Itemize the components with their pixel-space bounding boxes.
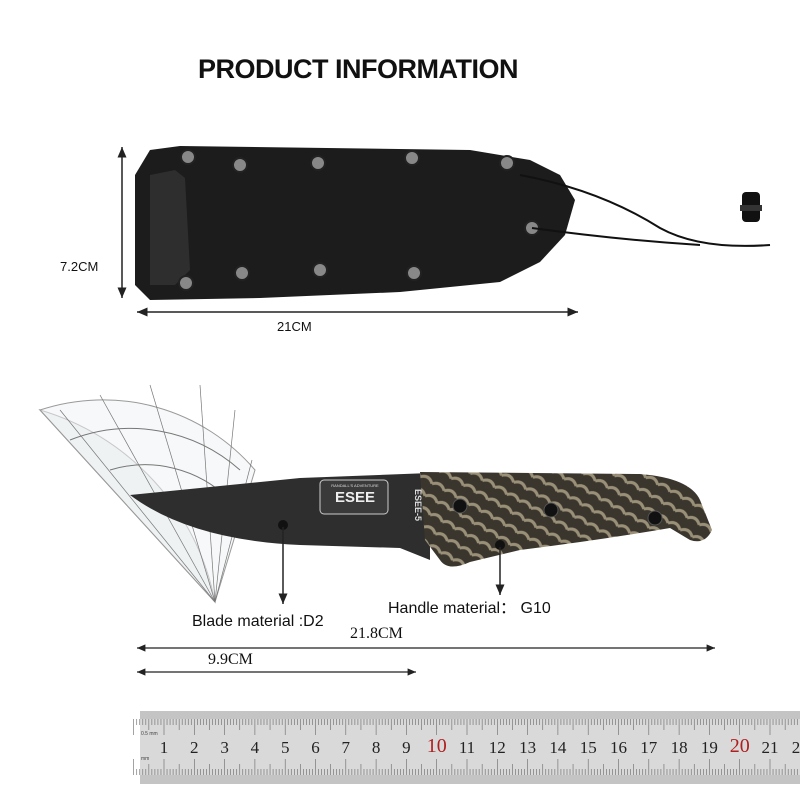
ruler	[133, 711, 800, 784]
sheath-length-label: 21CM	[277, 319, 312, 334]
ruler-number: 16	[610, 738, 627, 757]
ruler-number: 21	[761, 738, 779, 757]
page-title: PRODUCT INFORMATION	[198, 54, 518, 84]
ruler-number: 22	[791, 738, 800, 757]
ruler-number: 8	[371, 738, 381, 757]
sheath-height-label: 7.2CM	[60, 259, 99, 274]
ruler-number: 20	[729, 735, 750, 757]
ruler-number: 3	[220, 738, 229, 757]
sheath-eyelets	[178, 149, 540, 291]
ruler-number: 14	[549, 738, 567, 757]
ruler-number: 19	[700, 738, 718, 757]
blade-logo-main: ESEE	[334, 489, 376, 506]
sheath	[135, 146, 771, 300]
ruler-unit-bottom: mm	[141, 756, 150, 762]
ruler-number: 17	[640, 738, 658, 757]
ruler-number: 13	[519, 738, 537, 757]
total-length-label: 21.8CM	[350, 625, 403, 642]
ruler-number: 15	[579, 738, 597, 757]
blade-length-label: 9.9CM	[208, 651, 253, 668]
ruler-number: 1	[159, 738, 169, 757]
blade-material-label: Blade material :D2	[192, 613, 324, 630]
ruler-number: 2	[190, 738, 199, 757]
ruler-unit-top: 0.5 mm	[141, 731, 158, 737]
blade-logo-top: RANDALL'S ADVENTURE	[331, 483, 379, 488]
ruler-number: 18	[670, 738, 688, 757]
ruler-number: 10	[426, 735, 447, 757]
ruler-number: 4	[250, 738, 260, 757]
ruler-number: 5	[280, 738, 290, 757]
blade-mark: ESEE-5	[413, 488, 424, 522]
blade-logo	[319, 479, 389, 515]
ruler-number: 11	[458, 738, 476, 757]
ruler-number: 12	[488, 738, 506, 757]
ruler-number: 7	[341, 738, 351, 757]
ruler-number: 6	[311, 738, 320, 757]
lanyard-cord	[519, 174, 771, 247]
handle-material-label: Handle material： G10	[388, 600, 551, 617]
ruler-number: 9	[402, 738, 411, 757]
knife	[130, 472, 712, 567]
